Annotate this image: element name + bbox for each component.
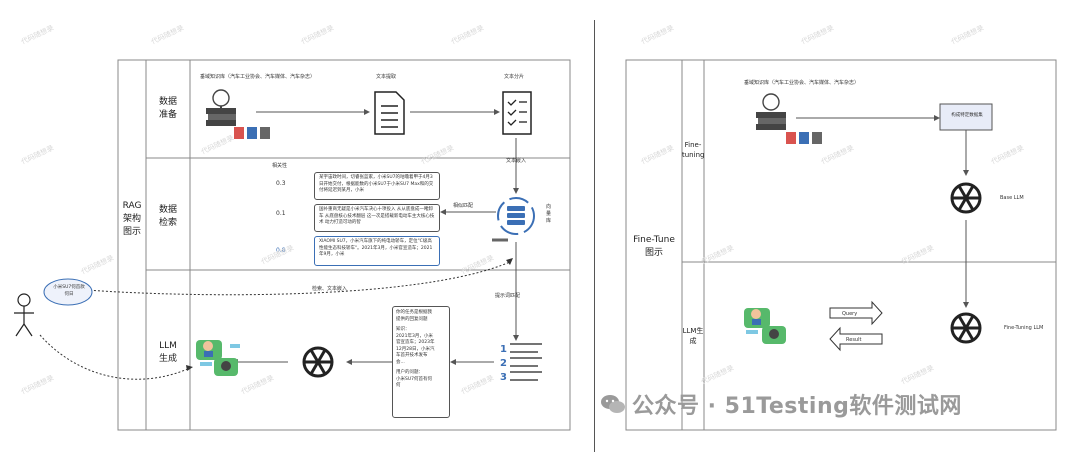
ft-knowledge-base-label: 垂域知识库（汽车工业协会、汽车媒体、汽车杂志） <box>744 80 860 86</box>
svg-text:1: 1 <box>500 344 507 355</box>
base-llm-label: Base LLM <box>1000 195 1024 201</box>
prompt-match-label: 提示词匹配 <box>495 293 521 299</box>
score-3: 0.8 <box>276 247 286 254</box>
wechat-icon <box>601 395 625 413</box>
score-1: 0.3 <box>276 180 286 187</box>
question-bubble <box>43 278 93 306</box>
prompt-line: 提供的回复问题 <box>396 316 428 322</box>
svg-text:3: 3 <box>500 372 507 383</box>
rag-diagram-lines: 1 2 3 <box>14 59 571 431</box>
text-embed-label: 文本嵌入 <box>506 158 527 164</box>
lane-ft-llm-generate: LLM生 成 <box>682 327 704 345</box>
chunk-2: 国补重商无疑是小米汽车决心十项投入 从从底盘成一睹卸车 从底盘核心技术翻层 这一… <box>314 204 440 232</box>
ft-llm-label: Fine-Tuning LLM <box>1004 325 1044 331</box>
query-label: Query <box>842 311 858 317</box>
knowledge-base-label: 垂域知识库（汽车工业协会、汽车媒体、汽车杂志） <box>200 74 316 80</box>
prompt-line: 官宣造车；2023年 <box>396 340 435 345</box>
retrieve-embed-label: 检索、文本嵌入 <box>312 286 348 292</box>
ft-llm-logo-icon <box>950 312 982 344</box>
text-extract-label: 文本提取 <box>376 74 397 80</box>
checklist-icon <box>502 91 532 135</box>
prompt-line: 用户的问题： <box>396 370 423 375</box>
ft-book-stack-icon <box>756 93 786 130</box>
retrieval-path <box>85 261 511 296</box>
lane-fine-tuning: Fine- tuning <box>682 141 705 159</box>
prompt-box: 你的任务是根据我 提供的回复问题 知识： 2021年3月，小米 官宣造车；202… <box>392 306 450 418</box>
build-dataset-label: 构成特定数据集 <box>951 113 983 118</box>
wechat-watermark: 公众号 · 51Testing软件测试网 <box>600 388 962 420</box>
relevance-label: 相关性 <box>272 163 288 169</box>
rag-frame <box>117 59 571 431</box>
prompt-line: 你的任务是根据我 <box>396 310 432 315</box>
prompt-line: 会... <box>396 359 405 365</box>
prompt-line: 何 <box>396 383 401 388</box>
finetune-diagram-lines <box>625 59 1057 431</box>
result-label: Result <box>846 337 862 343</box>
prompt-line: 2021年3月，小米 <box>396 333 433 339</box>
prompt-line: 知识： <box>396 327 410 332</box>
chat-avatar-icon <box>196 340 240 376</box>
text-split-label: 文本分片 <box>504 74 525 80</box>
numbered-list-icon: 1 2 3 <box>500 343 542 383</box>
chunk-1: 某宇宙政时间，切睿张蓝家，小米SU7的咕噜着甲于4月3日开始交付，根据能数的小米… <box>314 172 440 200</box>
chunk-3: XIAOMI SU7，小米汽车旗下的纯电动轿车，定位"C级高性能生态科技轿车"。… <box>314 236 440 266</box>
base-llm-logo-icon <box>950 182 982 214</box>
user-question-text: 小米SU7何首款 何日 <box>53 285 85 297</box>
rag-title: RAG 架构 图示 <box>122 201 142 237</box>
prompt-line: 12月28日，小米汽 <box>396 346 435 352</box>
ft-file-type-icons <box>786 132 822 144</box>
ft-title: Fine-Tune 图示 <box>633 235 675 258</box>
user-icon <box>14 293 34 337</box>
prompt-line: 小米SU7何首有何 <box>396 376 433 382</box>
answer-path <box>39 334 191 380</box>
lane-data-prep: 数据 准备 <box>158 97 177 120</box>
watermark-text: 公众号 · 51Testing软件测试网 <box>632 394 962 419</box>
lane-llm-generate: LLM 生成 <box>158 341 177 364</box>
ft-frame <box>625 59 1057 431</box>
result-arrow <box>829 326 883 352</box>
document-icon <box>374 91 405 135</box>
vector-database-icon <box>497 197 535 235</box>
vector-db-label: 向 量 库 <box>546 204 552 224</box>
llm-logo-icon <box>302 346 334 378</box>
file-type-icons <box>234 127 270 139</box>
similarity-label: 相似匹配 <box>453 203 474 209</box>
query-arrow <box>829 300 883 326</box>
svg-text:2: 2 <box>500 358 507 369</box>
score-2: 0.1 <box>276 210 286 217</box>
book-stack-icon <box>206 89 236 126</box>
ft-chat-avatar-icon <box>744 308 786 344</box>
panel-divider <box>594 20 595 452</box>
lane-data-retrieval: 数据 检索 <box>158 205 177 228</box>
prompt-line: 车首开技术发布 <box>396 353 428 358</box>
